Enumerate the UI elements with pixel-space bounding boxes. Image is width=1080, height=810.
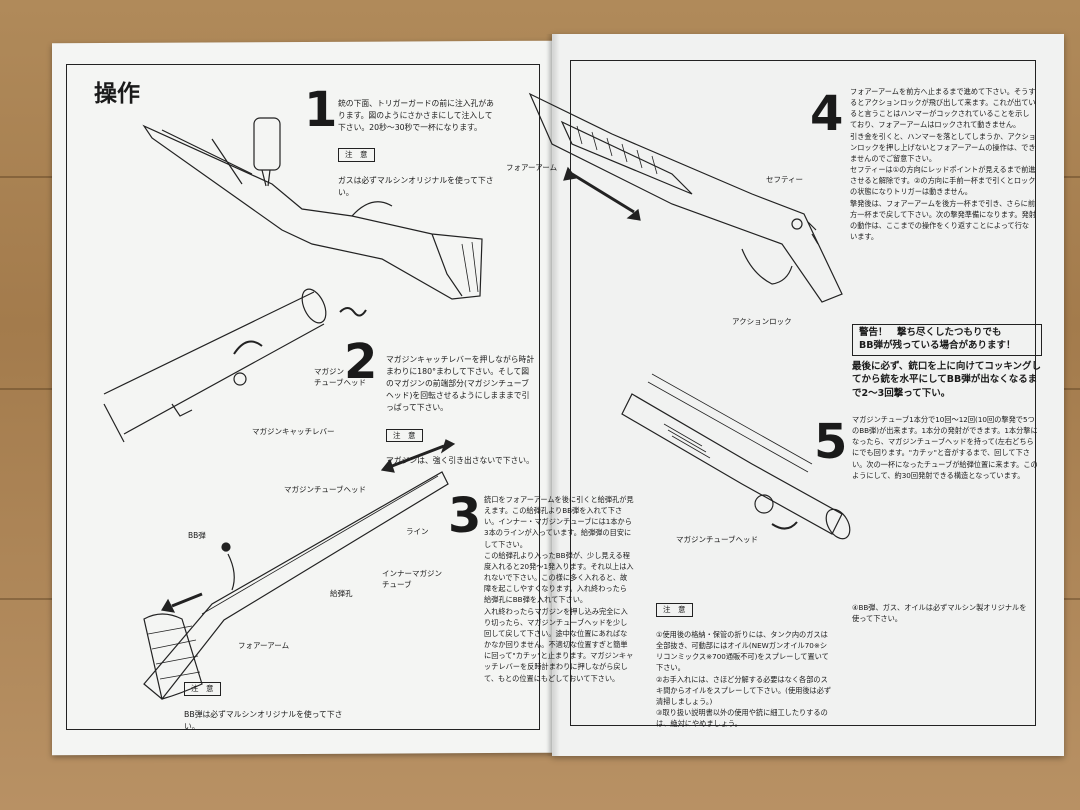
step-4-text: フォアーアームを前方へ止まるまで進めて下さい。そうするとアクションロックが飛び出… — [850, 87, 1036, 242]
label-magazine-catch-lever: マガジンキャッチレバー — [252, 427, 335, 436]
warning-block: 警告！ 撃ち尽くしたつもりでも BB弾が残っている場合があります！ 最後に必ず、… — [852, 324, 1042, 401]
warning-box: 警告！ 撃ち尽くしたつもりでも BB弾が残っている場合があります！ — [852, 324, 1042, 356]
pump-action-illustration — [528, 92, 843, 303]
step-number-1: 1 — [304, 82, 338, 138]
step-number-4: 4 — [810, 86, 844, 142]
step-2-note: マガジンは、強く引き出さないで下さい。 — [386, 456, 534, 466]
step-5-text: マガジンチューブ1本分で10回～12回(10回の撃発で5つのBB弾)が出来ます。… — [852, 415, 1038, 480]
bb-loading-illustration — [143, 439, 456, 700]
label-magazine-tube-head-3: マガジンチューブヘッド — [284, 485, 367, 494]
step-3-text: 銃口をフォアーアームを後に引くと給弾孔が見えます。この給弾孔よりBB弾を入れて下… — [484, 495, 634, 683]
rifle-gas-fill-illustration — [142, 117, 483, 300]
step-2-note-label: 注 意 — [386, 428, 423, 443]
step-2-body: マガジンキャッチレバーを押しながら時計まわりに180°まわして下さい。そして図の… — [386, 355, 535, 413]
magazine-rotate-illustration — [621, 373, 851, 540]
section-title: 操作 — [94, 81, 140, 107]
step-number-2: 2 — [344, 334, 378, 390]
step-3-note-label: 注 意 — [184, 682, 221, 696]
label-inner-magazine-tube: インナーマガジン チューブ — [382, 569, 442, 589]
step-1-note-label: 注 意 — [338, 148, 375, 163]
label-feed-hole: 給弾孔 — [330, 589, 353, 598]
right-notes-col1: 注 意 ①使用後の格納・保管の折りには、タンク内のガスは全部抜き、可動部にはオイ… — [656, 590, 832, 729]
magazine-tube-illustration — [103, 288, 367, 443]
warning-body: 最後に必ず、銃口を上に向けてコッキングしてから銃を水平にしてBB弾が出なくなるま… — [852, 360, 1042, 400]
right-notes-label: 注 意 — [656, 603, 693, 617]
label-forearm: フォアーアーム — [238, 641, 290, 650]
right-page — [552, 34, 1064, 756]
page-gutter — [546, 34, 560, 756]
label-bb-bullet: BB弾 — [188, 531, 206, 540]
label-forearm-4: フォアーアーム — [506, 163, 558, 172]
label-safety: セフティー — [766, 175, 804, 184]
label-action-lock: アクションロック — [732, 317, 792, 326]
step-number-5: 5 — [814, 414, 848, 470]
step-1-body: 銃の下面、トリガーガードの前に注入孔があります。図のようにさかさまにして注入して… — [338, 99, 494, 133]
illustrations — [103, 92, 851, 700]
step-number-3: 3 — [448, 488, 482, 544]
step-3-note: 注 意 BB弾は必ずマルシンオリジナルを使って下さい。 — [184, 668, 344, 733]
right-page-frame — [570, 60, 1036, 726]
left-page-frame — [66, 64, 540, 730]
label-magazine-tube-head-5: マガジンチューブヘッド — [676, 535, 759, 544]
label-magazine-tube-head: マガジン チューブヘッド — [314, 367, 367, 387]
right-notes-text: ①使用後の格納・保管の折りには、タンク内のガスは全部抜き、可動部にはオイル(NE… — [656, 629, 832, 729]
right-notes-col2: ④BB弾、ガス、オイルは必ずマルシン製オリジナルを使って下さい。 — [852, 603, 1027, 624]
step-2-text: マガジンキャッチレバーを押しながら時計まわりに180°まわして下さい。そして図の… — [386, 342, 536, 467]
step-3-note-text: BB弾は必ずマルシンオリジナルを使って下さい。 — [184, 709, 343, 731]
label-line: ライン — [406, 527, 429, 536]
step-1-text: 銃の下面、トリガーガードの前に注入孔があります。図のようにさかさまにして注入して… — [338, 86, 498, 199]
instruction-booklet: 操作 1 銃の下面、トリガーガードの前に注入孔があります。図のようにさかさまにし… — [52, 34, 1064, 756]
step-1-note: ガスは必ずマルシンオリジナルを使って下さい。 — [338, 176, 494, 198]
